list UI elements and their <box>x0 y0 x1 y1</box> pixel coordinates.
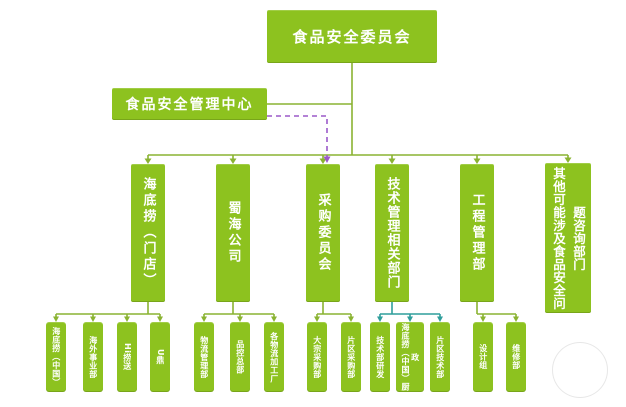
subunit-box-regional-purchasing: 片区采购部 <box>341 322 361 392</box>
dept-box-shuhai-company: 蜀海公司 <box>216 164 250 302</box>
subunit-box-regional-tech: 片区技术部 <box>430 322 450 392</box>
connector-group-tech <box>377 302 443 322</box>
dept-box-engineering-management: 工程管理部 <box>460 164 494 302</box>
subunit-box-quality-control-hq: 品控总部 <box>230 322 250 392</box>
subunit-box-logistics-management: 物流管理部 <box>194 322 214 392</box>
management-center-box: 食品安全管理中心 <box>112 88 267 120</box>
subunit-box-maintenance: 维修部 <box>506 322 526 392</box>
subunit-box-tech-rd: 技术部研发 <box>370 322 390 392</box>
dept-box-haidilao-stores: 海底捞（门店） <box>131 164 165 302</box>
subunit-box-design-team: 设计组 <box>473 322 493 392</box>
subunit-box-processing-plants: 各物流加工厂 <box>264 322 284 392</box>
connector-group-procurement <box>314 302 354 322</box>
connector-dashed-management <box>267 115 331 163</box>
food-safety-committee-box: 食品安全委员会 <box>267 10 437 63</box>
dept-box-other-consultation: 其他可能涉及食品安全问题咨询部门 <box>545 163 591 313</box>
dept-box-tech-management: 技术管理相关部门 <box>375 164 409 302</box>
dept-box-procurement-committee: 采购委员会 <box>306 164 340 302</box>
subunit-box-bulk-purchasing: 大宗采购部 <box>307 322 327 392</box>
connector-group-stores <box>53 302 163 322</box>
watermark <box>552 342 608 398</box>
subunit-box-haidilao-china: 海底捞（中国） <box>46 322 66 392</box>
subunit-box-haidilao-china-kitchen: 海底捞（中国）厨政 <box>396 322 424 392</box>
connector-group-engineering <box>476 302 519 322</box>
subunit-box-overseas-division: 海外事业部 <box>83 322 103 392</box>
subunit-box-hi-lao-song: Hi捞送 <box>117 322 137 392</box>
subunit-box-uding: U鼎 <box>150 322 170 392</box>
connector-group-shuhai <box>201 302 277 322</box>
